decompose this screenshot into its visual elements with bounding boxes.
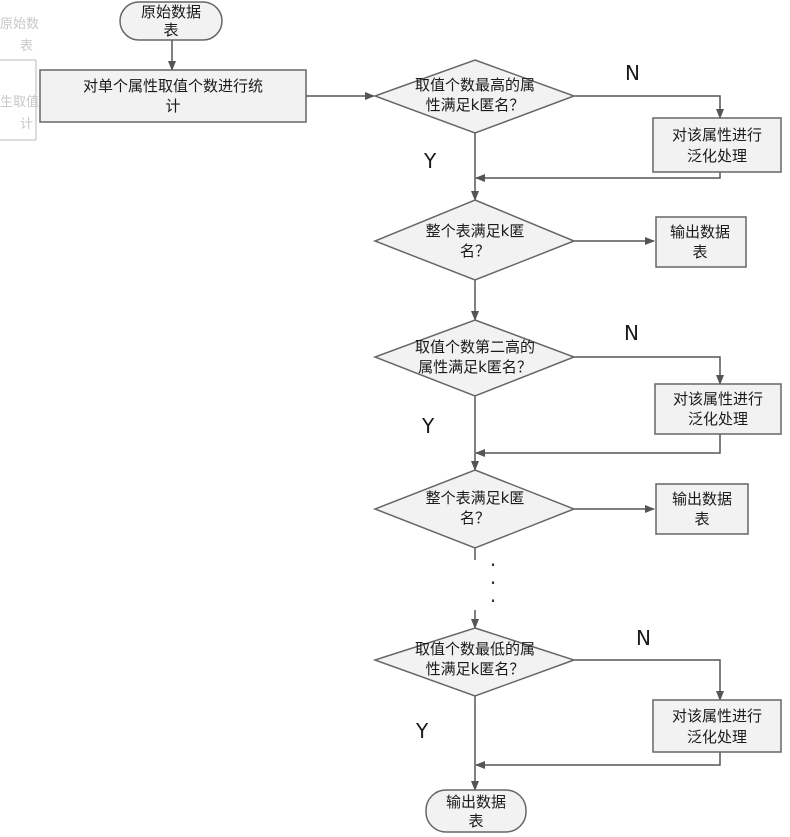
process-count-values: 对单个属性取值个数进行统 计 <box>39 69 307 123</box>
label-y-2: Y <box>421 414 435 438</box>
d3-text-2: 属性满足k匿名？ <box>418 358 532 376</box>
ellipsis-dot-2: · <box>490 571 496 595</box>
decision-highest-k-anonymity: 取值个数最高的属 性满足k匿名？ <box>372 59 577 134</box>
label-n-1: N <box>625 61 640 85</box>
start-text-1: 原始数据 <box>141 3 201 21</box>
d2-text-1: 整个表满足k匿 <box>426 222 525 240</box>
ellipsis-dot-1: · <box>490 553 496 577</box>
start-text-2: 表 <box>163 21 178 39</box>
g3-text-1: 对该属性进行 <box>673 390 763 408</box>
edge-d5-g5 <box>574 659 724 701</box>
label-y-3: Y <box>415 719 429 743</box>
output-table-2: 输出数据 表 <box>655 483 749 535</box>
edge-d1-g1 <box>574 95 724 119</box>
ghost-text-4: 计 <box>20 117 33 132</box>
decision-lowest-k-anonymity: 取值个数最低的属 性满足k匿名？ <box>372 627 577 697</box>
end-terminator: 输出数据 表 <box>425 789 527 833</box>
count-text-2: 计 <box>165 97 180 115</box>
output-table-1: 输出数据 表 <box>655 216 747 268</box>
end-text-2: 表 <box>468 812 483 830</box>
d5-text-2: 性满足k匿名？ <box>426 660 525 678</box>
ghost-text-1: 原始数 <box>0 17 39 32</box>
ghost-text-2: 表 <box>20 39 33 54</box>
label-n-3: N <box>636 626 651 650</box>
o2-text-1: 输出数据 <box>670 223 730 241</box>
d4-text-1: 整个表满足k匿 <box>426 489 525 507</box>
decision-second-highest-k-anonymity: 取值个数第二高的 属性满足k匿名？ <box>372 319 577 397</box>
d2-text-2: 名？ <box>460 242 490 260</box>
g3-text-2: 泛化处理 <box>688 410 748 428</box>
g5-text-2: 泛化处理 <box>687 728 747 746</box>
decision-table-k-anonymity-2: 整个表满足k匿 名？ <box>372 469 577 549</box>
g5-text-1: 对该属性进行 <box>672 707 762 725</box>
cropped-fragment: 原始数 表 生取值 计 <box>0 17 39 141</box>
ghost-text-3: 生取值 <box>0 94 39 110</box>
d1-text-1: 取值个数最高的属 <box>415 76 535 94</box>
o2-text-2: 表 <box>692 243 707 261</box>
edge-g3-back <box>475 434 721 457</box>
edge-g5-back <box>475 752 721 769</box>
g1-text-1: 对该属性进行 <box>672 126 762 144</box>
o4-text-2: 表 <box>694 510 709 528</box>
end-text-1: 输出数据 <box>446 793 506 811</box>
count-text-1: 对单个属性取值个数进行统 <box>83 77 263 95</box>
ellipsis-dot-3: · <box>490 589 496 613</box>
o4-text-1: 输出数据 <box>672 490 732 508</box>
edge-g1-back <box>475 172 721 182</box>
start-terminator: 原始数据 表 <box>119 1 223 41</box>
connectors <box>168 40 724 791</box>
process-generalize-1: 对该属性进行 泛化处理 <box>652 117 782 173</box>
process-generalize-3: 对该属性进行 泛化处理 <box>652 699 782 753</box>
d3-text-1: 取值个数第二高的 <box>415 338 535 356</box>
decision-table-k-anonymity-1: 整个表满足k匿 名？ <box>372 199 577 281</box>
process-generalize-2: 对该属性进行 泛化处理 <box>654 383 782 435</box>
d1-text-2: 性满足k匿名？ <box>426 96 525 114</box>
ellipsis-vertical: · · · <box>490 553 496 613</box>
label-y-1: Y <box>423 149 437 173</box>
d4-text-2: 名？ <box>460 509 490 527</box>
d5-text-1: 取值个数最低的属 <box>415 640 535 658</box>
edge-d3-g3 <box>574 356 724 385</box>
label-n-2: N <box>624 321 639 345</box>
g1-text-2: 泛化处理 <box>687 147 747 165</box>
